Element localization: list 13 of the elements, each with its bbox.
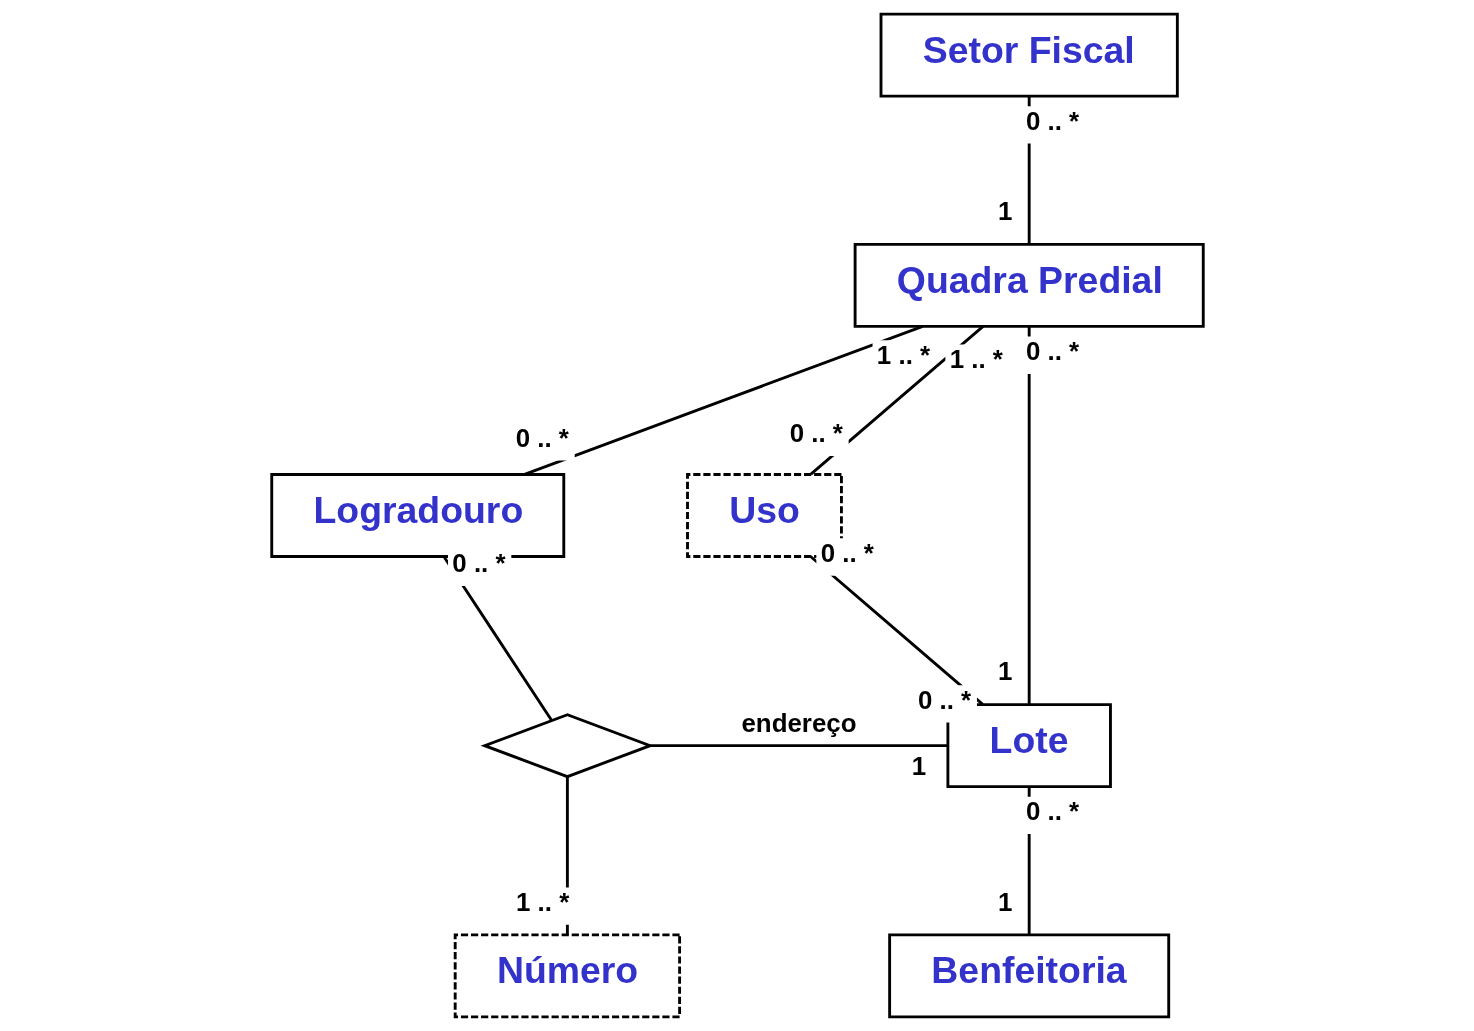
edge-label: endereço <box>740 708 857 737</box>
label: 0 .. * <box>515 423 569 452</box>
label: 0 .. * <box>1025 797 1079 826</box>
label: 1 .. * <box>515 888 569 916</box>
label: 1 .. * <box>949 345 1003 374</box>
label: 0 .. * <box>789 419 843 448</box>
label: 0 .. * <box>1025 106 1079 135</box>
label: 1 <box>997 197 1012 226</box>
label: 1 <box>911 751 926 780</box>
label: 0 .. * <box>1025 337 1079 366</box>
label: 1 <box>997 887 1012 916</box>
label: 1 .. * <box>876 340 930 369</box>
label: 1 <box>997 657 1012 686</box>
